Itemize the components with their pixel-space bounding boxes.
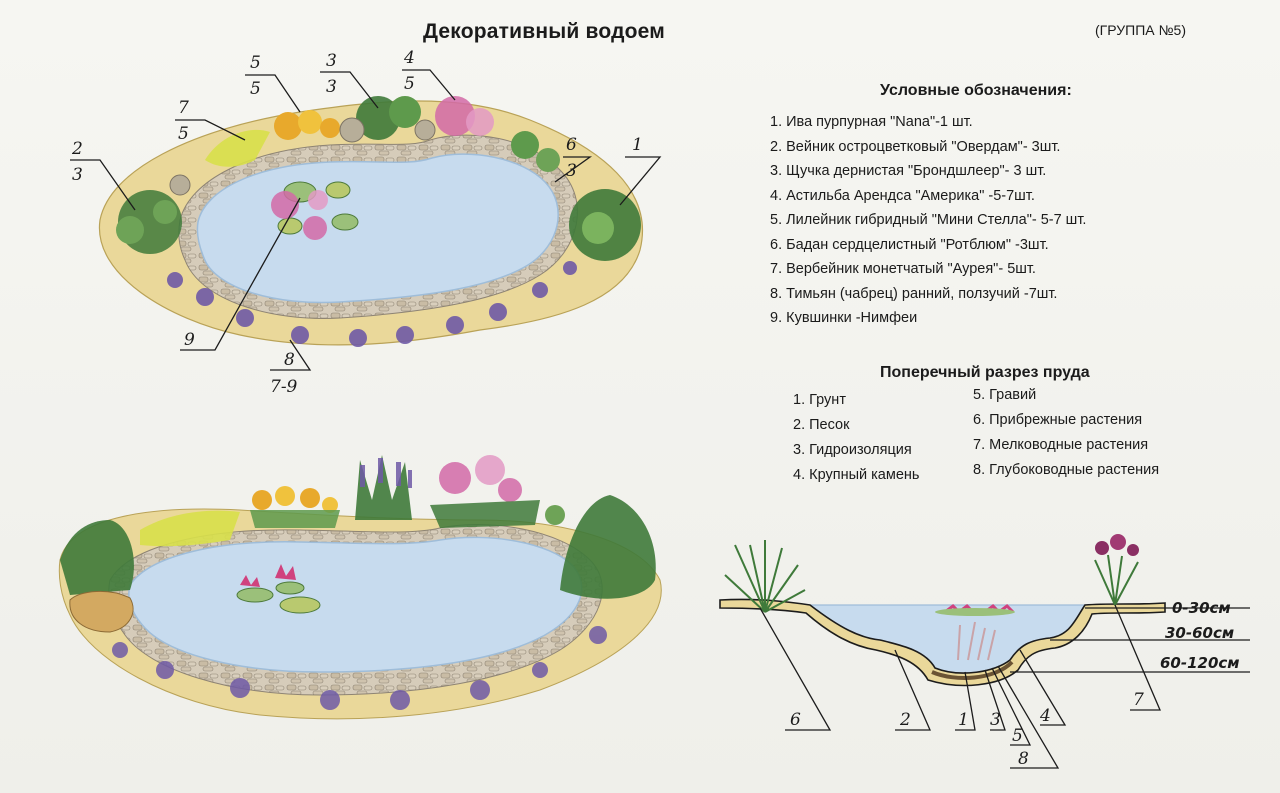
cross-number-labels: 6 2 1 3 5 8 4 7 0-30см 30-60см 60-120см — [790, 599, 1240, 769]
plan-view: 2 3 7 5 5 5 3 3 4 5 6 3 1 9 8 7-9 — [70, 48, 662, 397]
plan-plants — [116, 96, 641, 347]
plan-label: 8 — [284, 350, 295, 370]
persp-water-lilies — [236, 564, 321, 614]
section-item: 1. Грунт — [793, 392, 846, 408]
cross-label: 4 — [1039, 706, 1051, 726]
cross-label: 3 — [990, 710, 1001, 730]
perspective-view — [58, 455, 662, 720]
plan-label: 3 — [72, 165, 83, 185]
plan-label: 5 — [178, 124, 189, 144]
depth-label: 0-30см — [1172, 599, 1231, 617]
legend-item: 6. Бадан сердцелистный "Ротблюм" -3шт. — [770, 236, 1049, 253]
section-heading: Поперечный разрез пруда — [880, 364, 1090, 381]
section-item: 7. Мелководные растения — [973, 437, 1149, 453]
persp-plants — [60, 455, 656, 710]
legend-item: 4. Астильба Арендса "Америка" -5-7шт. — [770, 187, 1035, 204]
cross-label: 7 — [1133, 690, 1144, 710]
cross-deep-plant — [957, 621, 996, 661]
legend-item: 5. Лилейник гибридный "Мини Стелла"- 5-7… — [770, 212, 1087, 228]
plan-label: 7-9 — [270, 377, 298, 397]
cross-bank — [719, 598, 1166, 687]
plan-label: 2 — [71, 139, 83, 159]
cross-section: 6 2 1 3 5 8 4 7 0-30см 30-60см 60-120см — [719, 534, 1250, 769]
legend-item: 2. Вейник остроцветковый "Овердам"- 3шт. — [770, 138, 1061, 155]
section-list-right: 5. Гравий 6. Прибрежные растения 7. Мелк… — [973, 383, 1159, 483]
cross-stones — [931, 660, 1014, 680]
cross-label: 2 — [899, 710, 911, 730]
plan-label: 5 — [404, 74, 415, 94]
plan-label: 9 — [184, 330, 195, 350]
cross-lily-pads — [935, 608, 1015, 616]
cross-leader-lines — [759, 604, 1161, 769]
plan-label: 3 — [326, 51, 337, 71]
depth-label: 30-60см — [1165, 624, 1234, 642]
plan-label: 4 — [403, 48, 415, 68]
plan-label: 3 — [566, 161, 577, 181]
legend-list: 1. Ива пурпурная "Nana"-1 шт. 2. Вейник … — [770, 110, 1086, 331]
section-item: 5. Гравий — [973, 387, 1037, 403]
cross-shallow-plant — [1094, 534, 1139, 606]
section-item: 4. Крупный камень — [793, 467, 920, 483]
section-item: 6. Прибрежные растения — [973, 412, 1143, 428]
section-list-left: 1. Грунт 2. Песок 3. Гидроизоляция 4. Кр… — [793, 388, 919, 488]
section-item: 8. Глубоководные растения — [973, 462, 1160, 478]
legend-item: 3. Щучка дернистая "Брондшлеер"- 3 шт. — [770, 163, 1047, 179]
depth-label: 60-120см — [1160, 654, 1240, 672]
cross-label: 6 — [790, 710, 801, 730]
plan-label: 1 — [632, 135, 643, 155]
plan-number-labels: 2 3 7 5 5 5 3 3 4 5 6 3 1 9 8 7-9 — [71, 48, 643, 397]
plan-label: 5 — [250, 53, 261, 73]
plan-label: 5 — [250, 79, 261, 99]
plan-leader-lines — [70, 69, 662, 371]
plan-label: 3 — [326, 77, 337, 97]
section-item: 2. Песок — [793, 417, 850, 433]
plan-label: 6 — [566, 135, 577, 155]
cross-depth-lines — [1010, 607, 1250, 673]
cross-label: 5 — [1012, 726, 1023, 746]
cross-label: 1 — [958, 710, 969, 730]
persp-water — [128, 536, 583, 673]
legend-item: 8. Тимьян (чабрец) ранний, ползучий -7шт… — [770, 285, 1058, 302]
legend-item: 9. Кувшинки -Нимфеи — [770, 310, 918, 326]
cross-label: 8 — [1018, 749, 1029, 769]
cross-shore-plant — [724, 540, 806, 613]
plan-label: 7 — [178, 98, 189, 118]
legend-heading: Условные обозначения: — [880, 82, 1072, 99]
group-label: (ГРУППА №5) — [1095, 22, 1186, 38]
page-title: Декоративный водоем — [423, 20, 666, 43]
legend-item: 7. Вербейник монетчатый "Аурея"- 5шт. — [770, 261, 1036, 277]
section-item: 3. Гидроизоляция — [793, 442, 912, 458]
legend-item: 1. Ива пурпурная "Nana"-1 шт. — [770, 114, 973, 130]
